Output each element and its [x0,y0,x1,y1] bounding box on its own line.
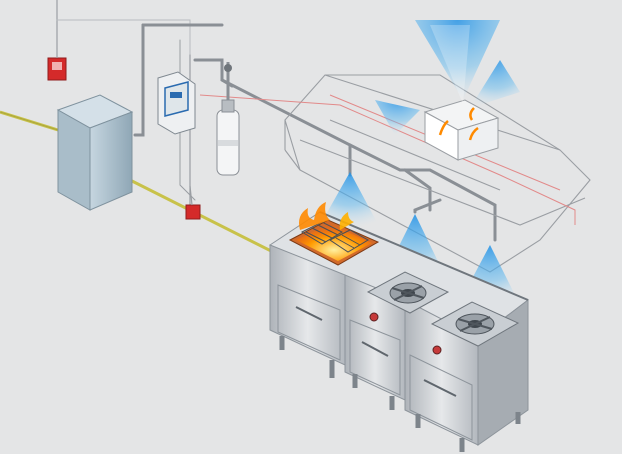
gas-burner-icon [430,301,520,347]
gas-supply-line [0,110,286,260]
manual-pull-station-icon [47,48,67,81]
knob-icon [369,312,379,322]
exhaust-plenum-icon [423,99,500,161]
agent-cylinder-icon [216,62,240,176]
fryer-icon [288,202,380,266]
gas-meter-cabinet [56,94,134,211]
gas-burner-icon [366,271,450,314]
knob-icon [432,345,442,355]
control-panel-icon [157,71,196,135]
gas-shutoff-valve-icon [185,185,201,220]
